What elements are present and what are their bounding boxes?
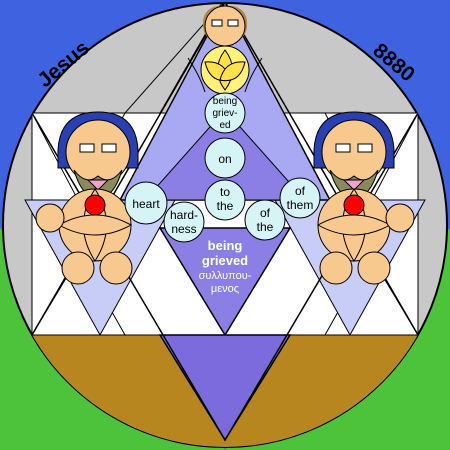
- center-label-line: being: [208, 238, 243, 253]
- word-line: on: [218, 152, 231, 166]
- word-circle-to-the: to the: [204, 179, 246, 221]
- right-heart-dot: [343, 194, 365, 216]
- word-line: the: [217, 199, 234, 213]
- word-circle-of-the: of the: [244, 199, 286, 241]
- word-line: them: [287, 198, 314, 212]
- greek-label-line: μενος: [211, 283, 239, 295]
- word-line: ness: [171, 222, 196, 236]
- word-line: to: [220, 185, 230, 199]
- bottom-inverted-triangle: [158, 334, 292, 442]
- right-figure: [313, 111, 415, 285]
- word-circle-of-them: of them: [279, 177, 321, 219]
- top-figure: [187, 5, 263, 95]
- word-line: of: [260, 206, 271, 220]
- word-line: the: [257, 220, 274, 234]
- left-heart-dot: [84, 194, 106, 216]
- word-circle-being-grieved: being griev- ed: [204, 92, 246, 134]
- word-circle-hardness: hard- ness: [163, 201, 205, 243]
- lower-triangle: [158, 227, 292, 337]
- word-line: hard-: [170, 208, 198, 222]
- center-label-line: grieved: [202, 253, 248, 268]
- left-figure: [35, 111, 139, 285]
- word-line: griev-: [212, 108, 237, 119]
- word-line: being: [213, 96, 237, 107]
- word-circle-heart: heart: [124, 181, 168, 225]
- greek-label-line: συλλυπου-: [199, 270, 252, 282]
- word-line: of: [295, 184, 306, 198]
- word-circle-on: on: [204, 137, 246, 179]
- word-line: ed: [219, 120, 230, 131]
- word-line: heart: [132, 197, 160, 211]
